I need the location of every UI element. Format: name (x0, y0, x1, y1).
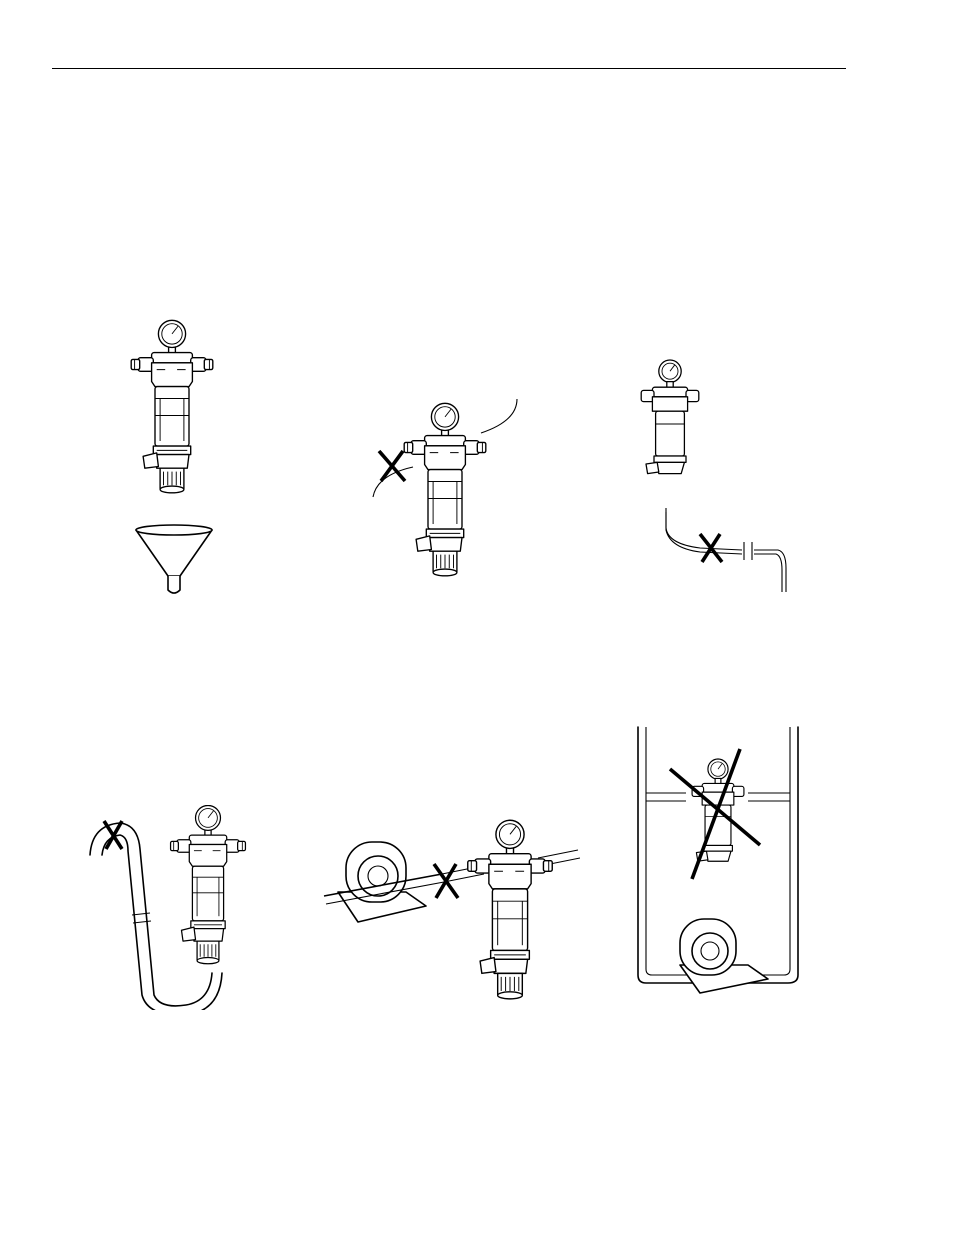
figure-no-pump-upstream (322, 818, 580, 1013)
header-rule (52, 68, 846, 69)
filter-unit (641, 360, 699, 474)
drain-hose (666, 508, 742, 550)
figure-filter-with-funnel (110, 318, 250, 603)
filter-unit (404, 403, 486, 576)
figure-no-hose-inlet (355, 395, 535, 605)
filter-unit (468, 820, 552, 999)
filter-unit (131, 320, 213, 493)
funnel-icon (136, 525, 212, 593)
filter-unit (171, 805, 246, 963)
cross-mark-icon (434, 864, 458, 898)
cross-mark-icon (379, 451, 405, 481)
outlet-hose (481, 399, 517, 433)
figure-no-drain-hose (630, 358, 805, 598)
figure-no-u-bend-drain (82, 805, 252, 1010)
pump-icon (338, 842, 426, 922)
figure-no-install-above-pump (632, 725, 804, 1007)
pump-icon (680, 919, 768, 993)
inlet-hose (373, 467, 413, 497)
